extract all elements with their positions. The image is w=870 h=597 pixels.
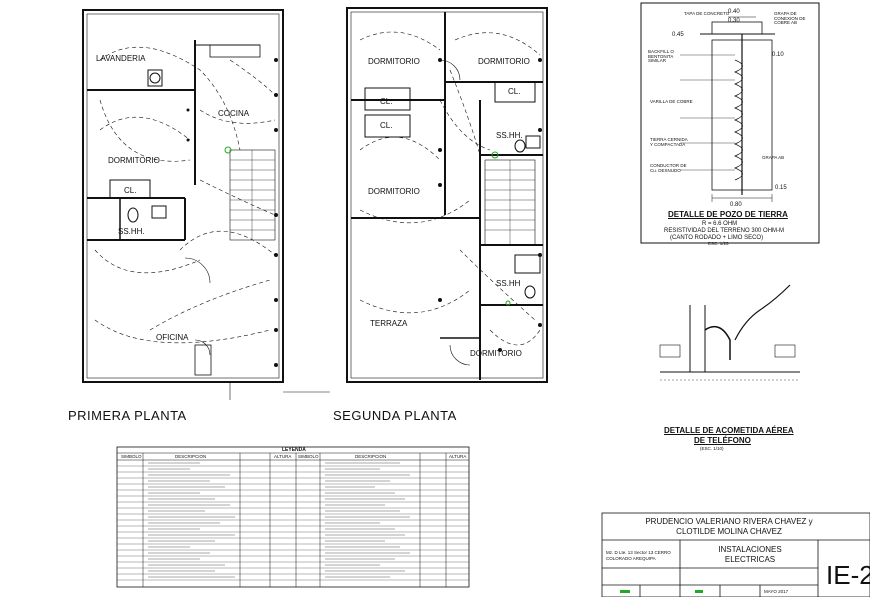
legend-hdr-symbol-2: SIMBOLO [298,454,319,459]
legend-hdr-symbol-1: SIMBOLO [121,454,142,459]
room-sshh-2f-b: SS.HH [496,279,521,288]
well-note-tapa: TAPA DE CONCRETO [684,11,730,16]
ground-well-detail [640,2,820,244]
room-dormitorio-1f: DORMITORIO [108,156,160,165]
legend-text-lines [148,462,410,578]
room-lavanderia: LAVANDERIA [96,54,146,63]
title-block-frame [601,512,870,597]
room-dormitorio-2f-d: DORMITORIO [470,349,522,358]
well-line-resist: RESISTIVIDAD DEL TERRENO 300 OHM-M [664,228,785,234]
phone-detail-subtitle: DE TELÉFONO [694,436,751,445]
second-floor-plan [346,7,548,383]
well-dim-045: 0.45 [672,32,684,38]
legend-rows [117,465,469,581]
well-line-r: R = 6.6 OHM [702,221,738,227]
owner-name: PRUDENCIO VALERIANO RIVERA CHAVEZ y CLOT… [645,517,813,536]
legend-hdr-height-2: ALTURA [449,454,467,459]
well-dim-010: 0.10 [772,52,784,58]
well-dim-040: 0.40 [728,9,740,15]
well-dim-015: 0.15 [775,185,787,191]
room-sshh-1f: SS.HH. [118,227,145,236]
well-note-varilla: VARILLA DE COBRE [650,99,693,104]
well-dim-030: 0.30 [728,18,740,24]
room-dormitorio-2f-a: DORMITORIO [368,57,420,66]
room-dormitorio-2f-c: DORMITORIO [368,187,420,196]
well-note-conductor: CONDUCTOR DE Cu. DESNUDO [650,163,687,173]
room-closet-2f-a: CL. [380,97,393,106]
second-floor-title: SEGUNDA PLANTA [333,408,457,423]
room-dormitorio-2f-b: DORMITORIO [478,57,530,66]
room-closet-2f-b: CL. [380,121,393,130]
well-note-backfill: BACKFILL O BENTONITA SIMILAR [648,49,674,63]
legend-title: LEYENDA [282,447,306,453]
legend-hdr-desc-2: DESCRIPCION [355,454,387,459]
well-dim-080: 0.80 [730,202,742,208]
room-sshh-2f-a: SS.HH. [496,131,523,140]
first-floor-title: PRIMERA PLANTA [68,408,187,423]
date-text: MAYO 2017 [764,589,789,594]
location-text: Mz. D Lte. 13 Sector 13 CERRO COLORADO A… [606,550,671,561]
closet-label-2f-c: CL. [508,87,521,96]
well-detail-title: DETALLE DE POZO DE TIERRA [668,210,788,219]
well-note-grapa-top: GRAPA DE CONEXION DE COBRE AB [774,11,806,25]
first-floor-plan [82,9,330,400]
room-cocina: COCINA [218,109,250,118]
phone-detail [659,284,800,381]
well-note-grapa: GRAPA AB [762,155,785,160]
legend-hdr-height-1: ALTURA [274,454,292,459]
phone-detail-scale: (ESC. 1/10) [700,446,724,451]
well-note-tierra: TIERRA CERNIDA Y COMPACTADA [650,137,688,147]
room-closet-1f: CL. [124,186,137,195]
legend-hdr-desc-1: DESCRIPCION [175,454,207,459]
room-oficina: OFICINA [156,333,189,342]
well-line-canto: (CANTO RODADO + LIMO SECO) [670,235,764,241]
phone-detail-title: DETALLE DE ACOMETIDA AÉREA [664,426,794,435]
sheet-code: IE-2 [826,560,870,590]
well-line-scale: ESC. 1/25 [708,241,729,246]
room-terraza: TERRAZA [370,319,408,328]
specialty-text: INSTALACIONES ELECTRICAS [718,545,782,564]
